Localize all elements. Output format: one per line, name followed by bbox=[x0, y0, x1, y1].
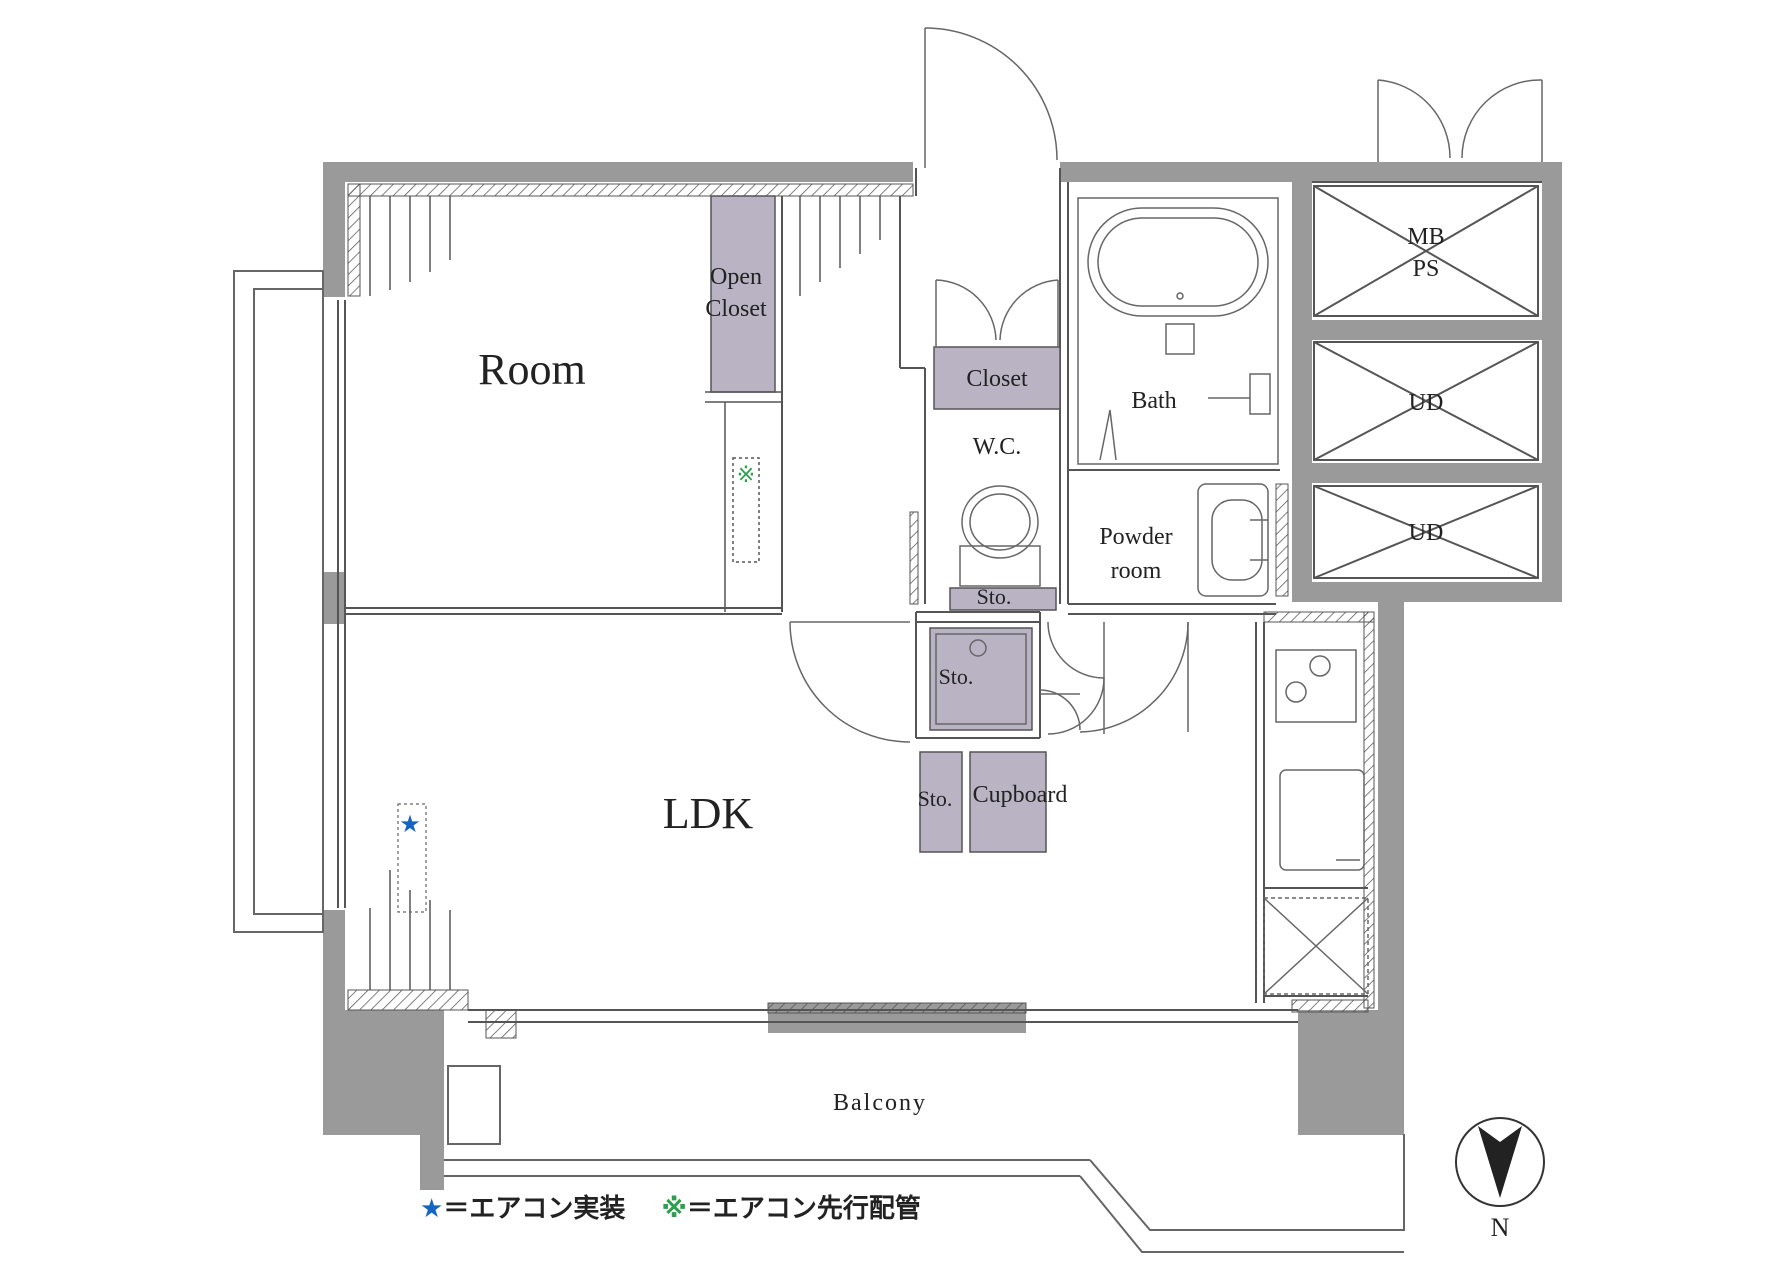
legend-kome-text: ＝エアコン先行配管 bbox=[686, 1194, 921, 1224]
legend-kome-symbol: ※ bbox=[661, 1194, 687, 1224]
door-swings bbox=[789, 27, 1543, 743]
label-sto-center: Sto. bbox=[939, 664, 974, 689]
compass-icon bbox=[1455, 1117, 1545, 1207]
storage-areas bbox=[710, 195, 1061, 853]
left-windows bbox=[233, 270, 324, 933]
lower-storage bbox=[919, 751, 963, 853]
ac-marker-boxes bbox=[397, 803, 427, 913]
wc-storage bbox=[949, 587, 1057, 611]
label-ldk: LDK bbox=[663, 789, 754, 838]
legend: ★＝エアコン実装 ※＝エアコン先行配管 bbox=[420, 1188, 921, 1225]
label-sto-wc: Sto. bbox=[977, 584, 1012, 609]
interior-hatched-walls bbox=[347, 183, 1375, 1039]
label-wc: W.C. bbox=[973, 434, 1021, 460]
utility-boxes bbox=[1313, 185, 1539, 579]
label-bath: Bath bbox=[1131, 388, 1176, 414]
washer-pan bbox=[935, 633, 1027, 725]
bath-fixtures bbox=[1077, 197, 1279, 465]
label-cupboard: Cupboard bbox=[973, 782, 1068, 808]
legend-star-text: ＝エアコン実装 bbox=[443, 1194, 626, 1224]
label-room: Room bbox=[478, 345, 586, 394]
open-closet-frame bbox=[705, 391, 782, 612]
label-ud-2: UD bbox=[1409, 520, 1444, 546]
cupboard-storage bbox=[969, 751, 1047, 853]
ac-piping-marker: ※ bbox=[737, 463, 755, 488]
exterior-walls bbox=[323, 162, 1562, 1190]
open-closet bbox=[710, 195, 776, 393]
center-storage bbox=[929, 627, 1033, 731]
ac-installed-marker: ★ bbox=[399, 810, 421, 838]
legend-star-symbol: ★ bbox=[420, 1194, 444, 1224]
powder-sink bbox=[1197, 483, 1269, 597]
closet-storage bbox=[933, 346, 1061, 410]
label-closet: Closet bbox=[966, 366, 1028, 392]
label-sto-lower: Sto. bbox=[918, 786, 953, 811]
label-open-closet-1: Open bbox=[710, 264, 762, 290]
room-curtain-lines bbox=[369, 196, 881, 990]
label-ps: PS bbox=[1413, 256, 1440, 282]
interior-walls bbox=[337, 168, 1542, 1023]
label-powder-1: Powder bbox=[1099, 524, 1172, 550]
toilet bbox=[959, 485, 1041, 587]
kitchen-fixtures bbox=[1263, 649, 1369, 995]
label-mb: MB bbox=[1407, 224, 1444, 250]
label-ud-1: UD bbox=[1409, 390, 1444, 416]
label-balcony: Balcony bbox=[833, 1090, 927, 1116]
label-compass-n: N bbox=[1491, 1213, 1510, 1242]
balcony-outline bbox=[444, 1065, 1405, 1253]
label-open-closet-2: Closet bbox=[705, 296, 767, 322]
label-powder-2: room bbox=[1111, 558, 1162, 584]
